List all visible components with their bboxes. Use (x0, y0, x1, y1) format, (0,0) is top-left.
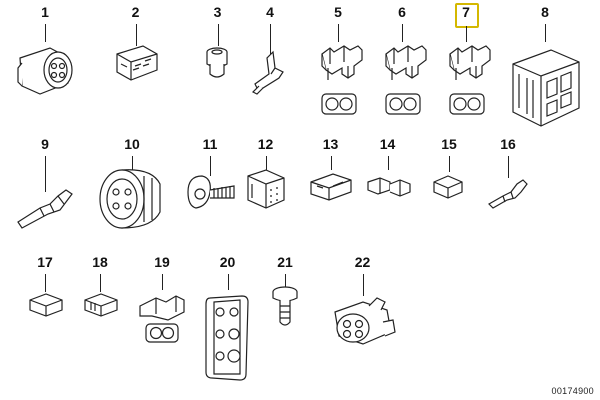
part-number: 10 (124, 136, 140, 152)
round-plug-housing-icon (325, 292, 400, 352)
part-12[interactable]: 12 (238, 136, 293, 236)
part-number: 16 (500, 136, 516, 152)
leader-line (362, 274, 364, 296)
part-3[interactable]: 3 (190, 4, 245, 104)
leader-line (135, 24, 137, 46)
part-20[interactable]: 20 (200, 254, 255, 394)
part-19[interactable]: 19 (132, 254, 192, 354)
part-18[interactable]: 18 (75, 254, 125, 334)
push-rivet-icon (260, 284, 310, 334)
round-housing-icon (92, 164, 172, 234)
catalog-number: 00174900 (551, 386, 594, 396)
part-10[interactable]: 10 (92, 136, 172, 236)
crimp-terminal-icon (10, 182, 80, 232)
part-7[interactable]: 7 (436, 3, 496, 119)
part-number: 17 (37, 254, 53, 270)
highlight-box (455, 3, 479, 28)
leader-line (387, 156, 389, 170)
part-number: 6 (398, 4, 406, 20)
leader-line (449, 156, 450, 172)
leader-line (402, 24, 403, 42)
part-number: 8 (541, 4, 549, 20)
part-number: 14 (379, 136, 396, 152)
part-number: 7 (462, 4, 470, 20)
part-number: 15 (441, 136, 457, 152)
terminal-pin-icon (245, 48, 295, 98)
part-9[interactable]: 9 (10, 136, 80, 236)
part-number: 4 (266, 4, 274, 20)
leader-line (45, 24, 46, 42)
part-6[interactable]: 6 (372, 4, 432, 119)
box-connector-icon (238, 166, 293, 211)
small-plug-icon (424, 168, 474, 203)
mini-plug-icon (20, 290, 70, 320)
part-15[interactable]: 15 (424, 136, 474, 236)
leader-line (545, 24, 546, 42)
part-5[interactable]: 5 (308, 4, 368, 119)
socket-housing-icon (308, 38, 368, 118)
pin-contact-icon (483, 172, 533, 212)
part-1[interactable]: 1 (10, 4, 80, 104)
leader-line (162, 274, 163, 290)
leader-line (270, 24, 271, 54)
part-number: 11 (202, 136, 218, 152)
part-number: 20 (219, 254, 236, 270)
part-8[interactable]: 8 (505, 4, 585, 129)
part-number: 9 (41, 136, 49, 152)
leader-line (508, 156, 509, 178)
leader-line (100, 274, 101, 292)
part-17[interactable]: 17 (20, 254, 70, 334)
leader-line (217, 24, 219, 46)
seal-plate-icon (200, 290, 255, 385)
flat-connector-icon (303, 166, 358, 206)
part-number: 5 (334, 4, 342, 20)
part-22[interactable]: 22 (325, 254, 400, 364)
socket-housing-icon (132, 286, 192, 346)
leader-line (45, 156, 46, 192)
round-connector-icon (10, 38, 80, 98)
part-number: 13 (322, 136, 339, 152)
screw-clip-icon (180, 170, 240, 215)
part-21[interactable]: 21 (260, 254, 310, 354)
part-number: 21 (277, 254, 293, 270)
multi-pin-block-icon (505, 38, 585, 128)
part-number: 2 (131, 4, 140, 20)
part-11[interactable]: 11 (180, 136, 240, 236)
part-number: 12 (257, 136, 274, 152)
inline-connector-icon (360, 168, 415, 203)
flat-plug-icon (103, 42, 168, 87)
part-16[interactable]: 16 (483, 136, 533, 236)
part-14[interactable]: 14 (360, 136, 415, 236)
leader-line (330, 156, 332, 170)
leader-line (210, 156, 211, 176)
leader-line (338, 24, 339, 42)
mini-plug-icon (75, 290, 125, 320)
part-number: 18 (92, 254, 108, 270)
grommet-plug-icon (190, 44, 245, 84)
part-number: 22 (354, 254, 371, 270)
part-13[interactable]: 13 (303, 136, 358, 236)
leader-line (132, 156, 133, 170)
part-2[interactable]: 2 (103, 4, 168, 104)
part-4[interactable]: 4 (245, 4, 295, 104)
leader-line (265, 156, 267, 170)
socket-housing-icon (436, 38, 496, 118)
part-number: 1 (41, 4, 49, 20)
socket-housing-icon (372, 38, 432, 118)
leader-line (466, 26, 467, 42)
part-number: 3 (213, 4, 222, 20)
part-number: 19 (154, 254, 170, 270)
leader-line (45, 274, 46, 292)
leader-line (227, 274, 229, 290)
leader-line (285, 274, 286, 288)
